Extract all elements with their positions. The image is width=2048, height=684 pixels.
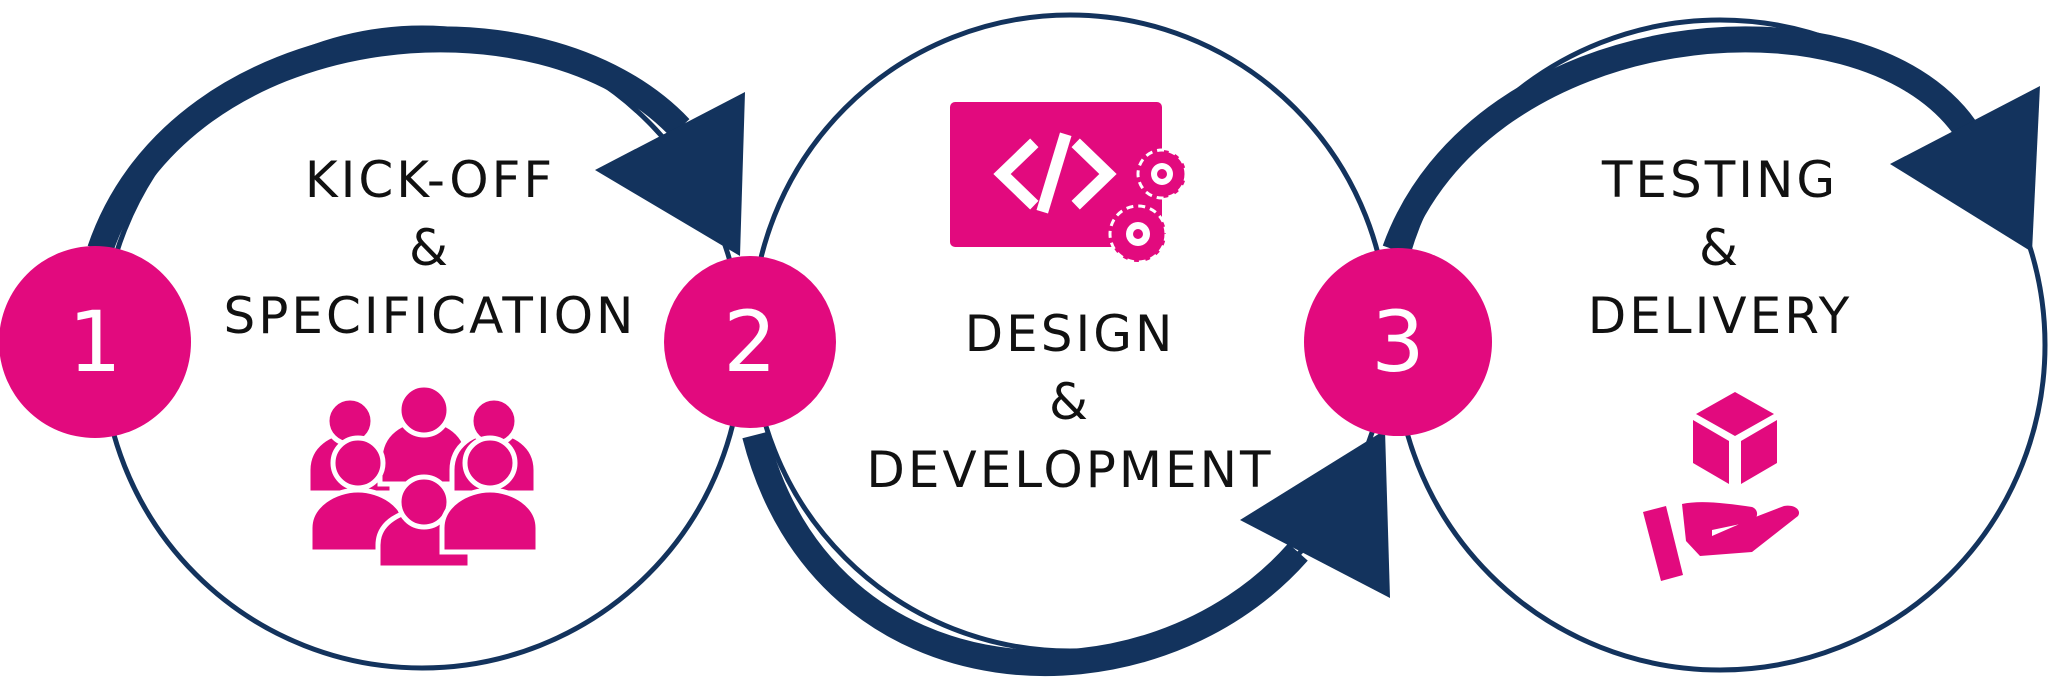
stage-3-title: TESTING & DELIVERY xyxy=(1500,146,1940,350)
stage-3-line-1: TESTING xyxy=(1601,151,1839,209)
stage-3-number: 3 xyxy=(1371,293,1425,391)
stage-1-badge xyxy=(0,246,191,438)
hand-box-icon xyxy=(1643,392,1800,581)
stage-2-line-3: DEVELOPMENT xyxy=(866,441,1274,499)
stage-1-title: KICK-OFF & SPECIFICATION xyxy=(200,146,660,350)
stage-3-line-2: & xyxy=(1699,219,1741,277)
stage-2-title: DESIGN & DEVELOPMENT xyxy=(840,300,1300,504)
team-people-icon xyxy=(305,382,541,571)
stage-1-line-3: SPECIFICATION xyxy=(223,287,637,345)
code-gears-icon xyxy=(950,102,1188,264)
stage-2-badge xyxy=(664,256,836,428)
arrow-3-return-head xyxy=(1890,86,2040,252)
stage-2-line-2: & xyxy=(1049,373,1091,431)
arrow-2-to-3-head xyxy=(1240,430,1390,598)
arrow-3-return xyxy=(1382,26,1976,255)
arrow-2-to-3 xyxy=(742,431,1308,676)
stage-3-line-3: DELIVERY xyxy=(1587,287,1853,345)
stage-2-line-1: DESIGN xyxy=(964,305,1176,363)
arrow-1-to-2-head xyxy=(595,92,745,256)
arrow-1-to-2 xyxy=(87,26,690,255)
stage-1-line-1: KICK-OFF xyxy=(304,151,556,209)
stage-1-number: 1 xyxy=(68,293,122,391)
stage-1-line-2: & xyxy=(409,219,451,277)
stage-2-number: 2 xyxy=(723,293,777,391)
stage-3-badge xyxy=(1304,248,1492,436)
